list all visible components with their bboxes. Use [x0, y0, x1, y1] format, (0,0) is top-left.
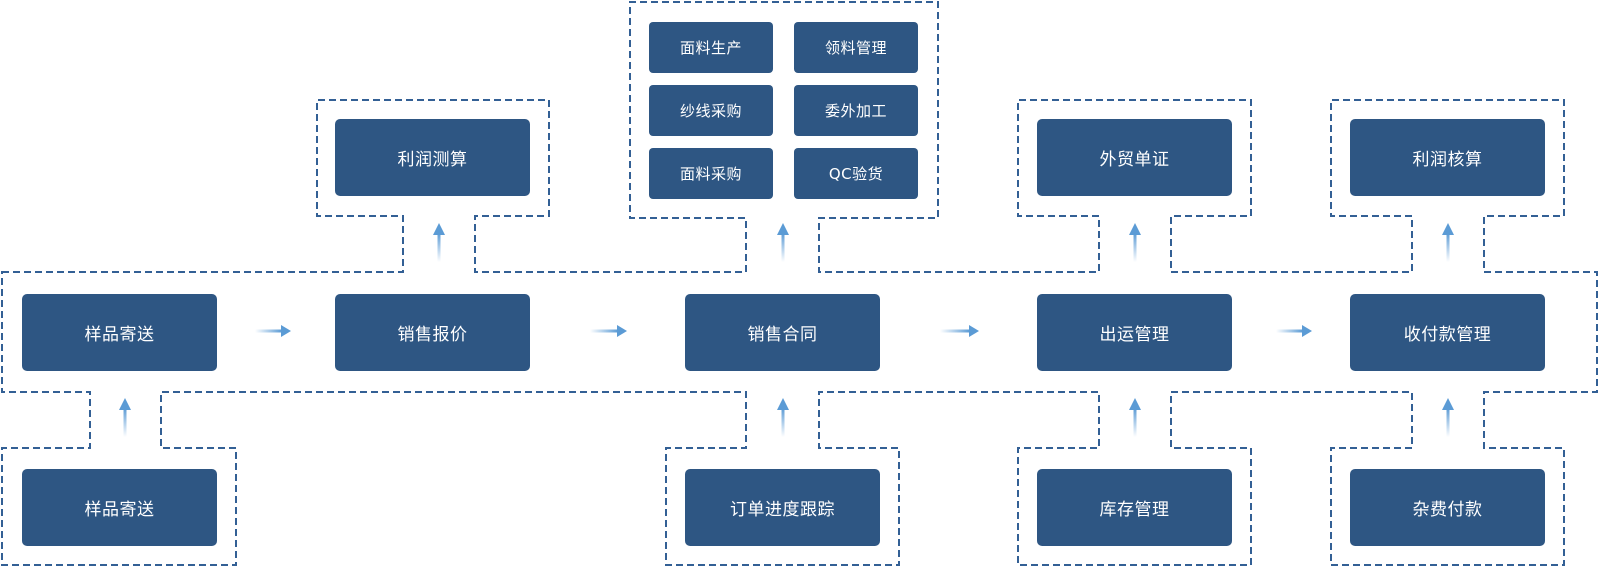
- flow-arrow-up-icon: [433, 223, 445, 262]
- node-label: 纱线采购: [679, 102, 742, 120]
- module-qc-inspection[interactable]: QC验货: [794, 148, 918, 199]
- node-label: 出运管理: [1099, 325, 1170, 345]
- flow-arrow-up-icon: [1442, 398, 1454, 437]
- node-label: 利润核算: [1412, 150, 1483, 170]
- node-label: 利润测算: [397, 150, 468, 170]
- flow-arrow-up-icon: [1129, 398, 1141, 437]
- node-label: 样品寄送: [84, 325, 155, 345]
- flow-arrow-right-icon: [940, 325, 979, 337]
- node-label: 销售报价: [397, 325, 468, 345]
- node-label: 领料管理: [824, 39, 887, 57]
- flow-arrow-right-icon: [1276, 325, 1312, 337]
- flow-arrow-right-icon: [255, 325, 291, 337]
- node-label: 委外加工: [824, 102, 887, 120]
- node-label: 收付款管理: [1403, 325, 1492, 345]
- node-label: 订单进度跟踪: [730, 500, 835, 520]
- module-profit-estimate[interactable]: 利润测算: [335, 119, 530, 196]
- flow-arrow-up-icon: [1442, 223, 1454, 262]
- flow-arrow-up-icon: [1129, 223, 1141, 262]
- module-fabric-production[interactable]: 面料生产: [649, 22, 773, 73]
- main-node-shipping-management[interactable]: 出运管理: [1037, 294, 1232, 371]
- module-sample-send[interactable]: 样品寄送: [22, 469, 217, 546]
- node-label: 样品寄送: [84, 500, 155, 520]
- node-label: 库存管理: [1099, 500, 1170, 520]
- flow-arrow-up-icon: [119, 398, 131, 437]
- flow-arrow-up-icon: [777, 398, 789, 437]
- module-yarn-purchase[interactable]: 纱线采购: [649, 85, 773, 136]
- main-node-receipt-payment-management[interactable]: 收付款管理: [1350, 294, 1545, 371]
- flow-arrow-right-icon: [590, 325, 627, 337]
- flow-arrow-up-icon: [777, 223, 789, 262]
- module-fabric-purchase[interactable]: 面料采购: [649, 148, 773, 199]
- node-label: 面料生产: [679, 39, 742, 57]
- module-misc-payment[interactable]: 杂费付款: [1350, 469, 1545, 546]
- node-label: 杂费付款: [1412, 500, 1483, 520]
- node-label: 外贸单证: [1099, 150, 1170, 170]
- main-node-sales-contract[interactable]: 销售合同: [685, 294, 880, 371]
- node-label: 面料采购: [679, 165, 742, 183]
- module-trade-documents[interactable]: 外贸单证: [1037, 119, 1232, 196]
- module-profit-accounting[interactable]: 利润核算: [1350, 119, 1545, 196]
- main-node-sales-quote[interactable]: 销售报价: [335, 294, 530, 371]
- module-material-requisition[interactable]: 领料管理: [794, 22, 918, 73]
- node-label: 销售合同: [747, 325, 818, 345]
- main-node-sample-send[interactable]: 样品寄送: [22, 294, 217, 371]
- module-order-progress-tracking[interactable]: 订单进度跟踪: [685, 469, 880, 546]
- module-outsourced-processing[interactable]: 委外加工: [794, 85, 918, 136]
- module-inventory-management[interactable]: 库存管理: [1037, 469, 1232, 546]
- node-label: QC验货: [828, 165, 884, 183]
